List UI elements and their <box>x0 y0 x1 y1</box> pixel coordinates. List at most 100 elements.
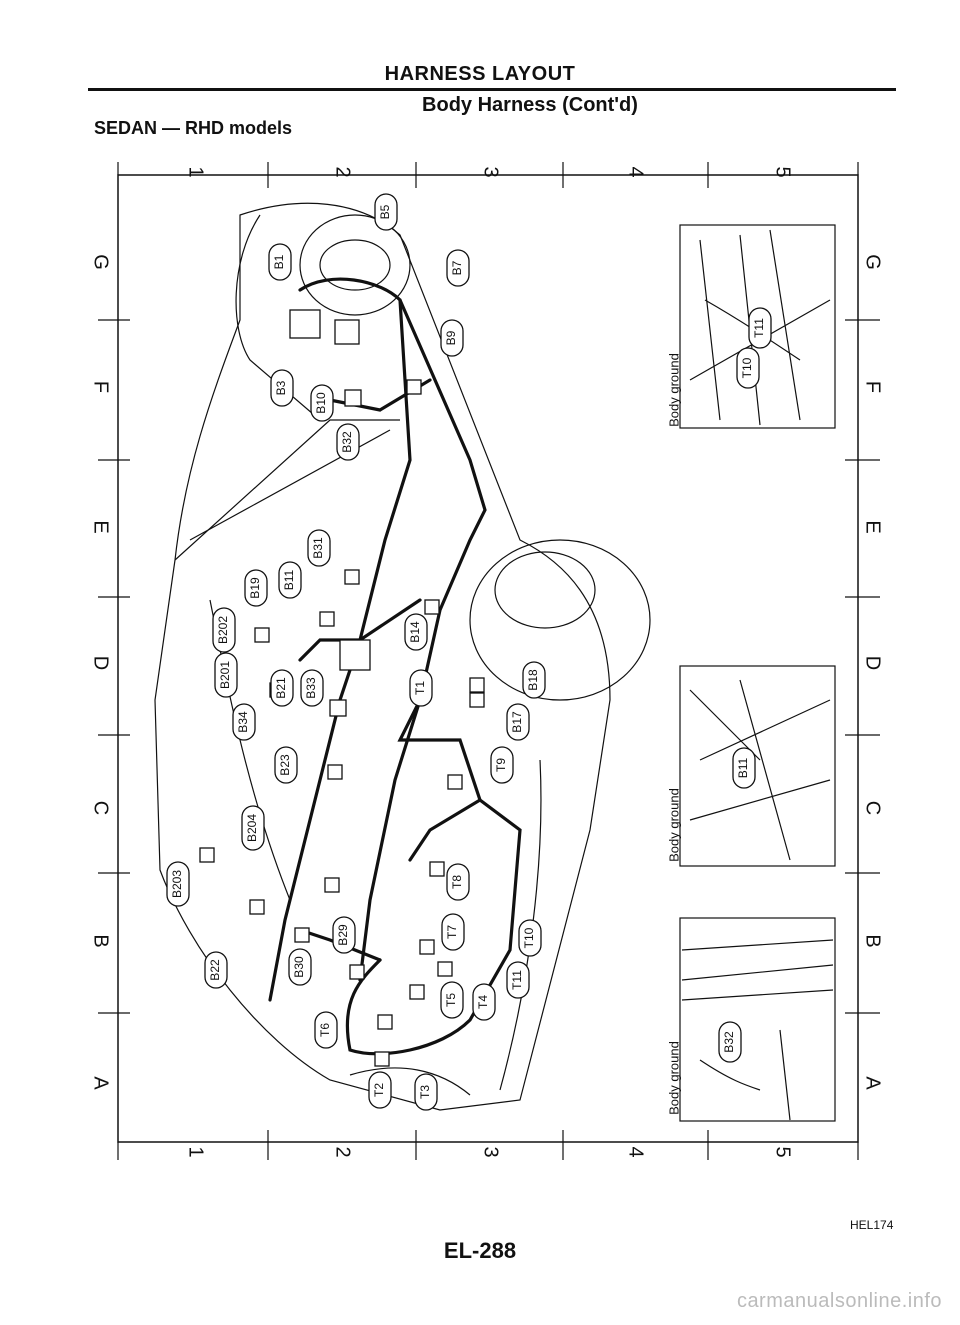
connector-callout-b202: B202 <box>212 607 236 653</box>
connector-callout-t9: T9 <box>490 746 514 784</box>
model-label: SEDAN — RHD models <box>94 118 293 138</box>
grid-column-label: 4 <box>625 166 647 177</box>
svg-text:T11: T11 <box>510 970 524 990</box>
connector-callout-t8: T8 <box>446 863 470 901</box>
connector-callout-b32: B32 <box>336 423 360 461</box>
svg-text:T4: T4 <box>476 995 490 1009</box>
grid-row-label: F <box>90 381 112 393</box>
svg-text:B33: B33 <box>304 677 318 699</box>
svg-text:T10: T10 <box>522 927 536 948</box>
svg-text:B32: B32 <box>340 431 354 453</box>
connector-callout-b203: B203 <box>166 861 190 907</box>
connector-callout-b21: B21 <box>270 669 294 707</box>
figure-code: HEL174 <box>850 1218 894 1232</box>
connector-blocks <box>199 309 485 1067</box>
connector-callout-t5: T5 <box>440 981 464 1019</box>
inset-callout-b32: B32 <box>718 1021 742 1063</box>
grid-column-label: 2 <box>332 1146 354 1157</box>
svg-text:T11: T11 <box>752 318 766 338</box>
svg-text:B14: B14 <box>408 621 422 643</box>
svg-text:T10: T10 <box>740 357 754 378</box>
connector-callout-b5: B5 <box>374 193 398 231</box>
page-subtitle: Body Harness (Cont'd) <box>422 94 638 116</box>
grid-row-label: B <box>862 934 884 947</box>
inset-callout-b11: B11 <box>732 747 756 789</box>
connector-callout-b10: B10 <box>310 384 334 422</box>
connector-callout-b7: B7 <box>446 249 470 287</box>
grid-row-label: G <box>862 254 884 270</box>
grid-row-label: A <box>862 1076 884 1090</box>
svg-text:T8: T8 <box>450 875 464 889</box>
body-ground-label: Body ground <box>666 353 681 427</box>
connector-callout-b1: B1 <box>268 243 292 281</box>
connector-callout-t10: T10 <box>518 919 542 957</box>
svg-text:B202: B202 <box>216 616 230 644</box>
svg-text:B31: B31 <box>311 537 325 559</box>
svg-text:B5: B5 <box>378 204 392 219</box>
connector-callout-t1: T1 <box>409 669 433 707</box>
grid-row-label: C <box>90 801 112 815</box>
connector-callout-t11: T11 <box>506 961 530 999</box>
page-number: EL-288 <box>443 1238 517 1263</box>
svg-text:T7: T7 <box>445 925 459 939</box>
grid-column-label: 5 <box>772 166 794 177</box>
grid-column-label: 1 <box>185 166 207 177</box>
connector-callout-b29: B29 <box>332 916 356 954</box>
connector-callout-t4: T4 <box>472 983 496 1021</box>
connector-callout-b31: B31 <box>307 529 331 567</box>
connector-callout-t7: T7 <box>441 913 465 951</box>
grid-row-label: C <box>862 801 884 815</box>
grid-column-label: 2 <box>332 166 354 177</box>
grid-row-label: E <box>90 520 112 533</box>
svg-text:B201: B201 <box>218 661 232 689</box>
connector-callout-b34: B34 <box>232 703 256 741</box>
grid-row-label: G <box>90 254 112 270</box>
connector-callout-b23: B23 <box>274 746 298 784</box>
svg-text:T1: T1 <box>413 681 427 695</box>
svg-text:B3: B3 <box>274 380 288 395</box>
connector-callout-b22: B22 <box>204 951 228 989</box>
svg-text:B18: B18 <box>526 669 540 691</box>
connector-callout-b18: B18 <box>522 661 546 699</box>
grid-column-label: 3 <box>480 166 502 177</box>
connector-callout-b204: B204 <box>241 805 265 851</box>
connector-callout-b9: B9 <box>440 319 464 357</box>
svg-text:T6: T6 <box>318 1023 332 1037</box>
svg-text:B11: B11 <box>282 569 296 590</box>
connector-callout-b3: B3 <box>270 369 294 407</box>
grid-column-label: 1 <box>185 1146 207 1157</box>
svg-text:B34: B34 <box>236 711 250 733</box>
connector-callout-b14: B14 <box>404 613 428 651</box>
svg-text:B17: B17 <box>510 711 524 733</box>
svg-text:B23: B23 <box>278 754 292 776</box>
svg-text:T2: T2 <box>372 1083 386 1097</box>
body-ground-label: Body ground <box>666 1041 681 1115</box>
grid-row-label: B <box>90 934 112 947</box>
grid-row-label: D <box>90 656 112 670</box>
svg-text:B10: B10 <box>314 392 328 414</box>
grid-row-label: F <box>862 381 884 393</box>
grid-row-label: A <box>90 1076 112 1090</box>
svg-text:B22: B22 <box>208 959 222 981</box>
grid-row-label: D <box>862 656 884 670</box>
watermark: carmanualsonline.info <box>736 1290 942 1312</box>
page-title: HARNESS LAYOUT <box>384 63 576 85</box>
diagram-frame <box>117 174 859 1143</box>
svg-text:B29: B29 <box>336 924 350 946</box>
title-rule <box>88 88 896 91</box>
grid-ticks <box>98 162 880 1160</box>
grid-column-label: 5 <box>772 1146 794 1157</box>
connector-callout-t2: T2 <box>368 1071 392 1109</box>
connector-callout-b11: B11 <box>278 561 302 599</box>
svg-text:T9: T9 <box>494 758 508 772</box>
body-ground-label: Body ground <box>666 788 681 862</box>
svg-text:B9: B9 <box>444 330 458 345</box>
svg-text:B30: B30 <box>292 956 306 978</box>
svg-text:T5: T5 <box>444 993 458 1007</box>
svg-text:B204: B204 <box>245 814 259 842</box>
svg-text:T3: T3 <box>418 1085 432 1099</box>
connector-callout-b17: B17 <box>506 703 530 741</box>
